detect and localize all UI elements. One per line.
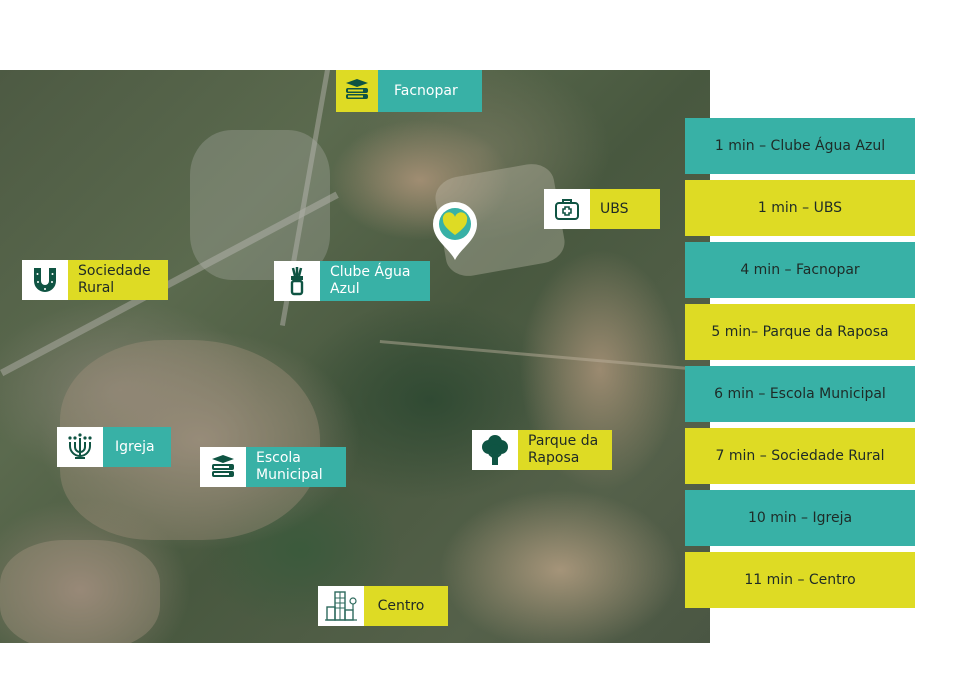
heart-location-pin-icon[interactable]: [431, 200, 479, 262]
urban-area-south: [0, 540, 160, 643]
travel-time-item: 10 min – Igreja: [685, 490, 915, 546]
map-label-text: Centro: [364, 586, 448, 626]
travel-time-item: 4 min – Facnopar: [685, 242, 915, 298]
map-label-text: Parque da Raposa: [518, 430, 612, 470]
map-label-escola-municipal[interactable]: Escola Municipal: [200, 447, 346, 487]
travel-time-item: 1 min – UBS: [685, 180, 915, 236]
travel-time-item: 1 min – Clube Água Azul: [685, 118, 915, 174]
tree-icon: [472, 430, 518, 470]
books-icon: [200, 447, 246, 487]
travel-time-item: 6 min – Escola Municipal: [685, 366, 915, 422]
map-label-centro[interactable]: Centro: [318, 586, 448, 626]
travel-time-list: 1 min – Clube Água Azul 1 min – UBS 4 mi…: [685, 118, 915, 614]
travel-time-item: 7 min – Sociedade Rural: [685, 428, 915, 484]
map-label-facnopar[interactable]: Facnopar: [336, 70, 482, 112]
medical-kit-icon: [544, 189, 590, 229]
city-buildings-icon: [318, 586, 364, 626]
map-label-sociedade-rural[interactable]: Sociedade Rural: [22, 260, 168, 300]
map-label-clube-agua-azul[interactable]: Clube Água Azul: [274, 261, 430, 301]
map-label-parque-da-raposa[interactable]: Parque da Raposa: [472, 430, 612, 470]
books-icon: [336, 70, 378, 112]
map-label-text: UBS: [590, 189, 660, 229]
horseshoe-icon: [22, 260, 68, 300]
candelabra-icon: [57, 427, 103, 467]
urban-area-north: [190, 130, 330, 280]
map-label-ubs[interactable]: UBS: [544, 189, 660, 229]
travel-time-item: 11 min – Centro: [685, 552, 915, 608]
rural-road: [379, 340, 709, 372]
satellite-map[interactable]: Facnopar UBS Sociedade Rural Clube Água …: [0, 70, 710, 643]
map-label-text: Sociedade Rural: [68, 260, 168, 300]
map-label-igreja[interactable]: Igreja: [57, 427, 171, 467]
map-label-text: Clube Água Azul: [320, 261, 430, 301]
map-label-text: Facnopar: [378, 70, 482, 112]
golf-bag-icon: [274, 261, 320, 301]
travel-time-item: 5 min– Parque da Raposa: [685, 304, 915, 360]
map-label-text: Igreja: [103, 427, 171, 467]
map-label-text: Escola Municipal: [246, 447, 346, 487]
